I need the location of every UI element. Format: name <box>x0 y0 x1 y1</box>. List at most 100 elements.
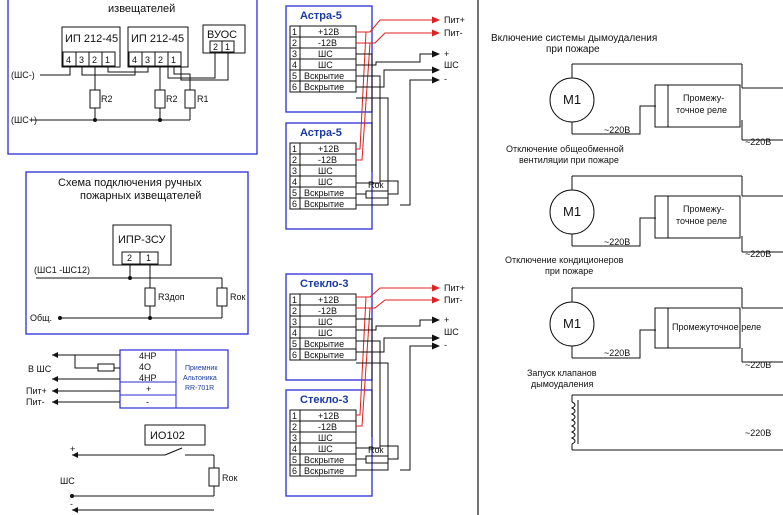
terminal-signal: Вскрытие <box>304 350 344 360</box>
r-ok-label: Rок <box>230 292 246 302</box>
motor-label: М1 <box>563 316 581 331</box>
relay-label-2: точное реле <box>676 105 727 115</box>
r1-label: R1 <box>197 94 209 104</box>
terminal-signal: ШС <box>318 49 333 59</box>
terminal-number: 5 <box>292 188 297 198</box>
ipr-box <box>112 224 172 266</box>
section-3-title-2: при пожаре <box>545 266 593 276</box>
terminal-signal-cell <box>299 197 357 210</box>
terminal-signal: ШС <box>318 328 333 338</box>
detector-1-label: ИП 212-45 <box>65 33 118 45</box>
terminal-number: 3 <box>292 166 297 176</box>
pin-label: 1 <box>146 253 151 263</box>
io102-label: ИО102 <box>150 430 185 442</box>
terminal-number: 4 <box>292 328 297 338</box>
manual-call-point-scheme: Схема подключения ручных пожарных извеща… <box>25 171 249 335</box>
detector-box-2 <box>127 26 189 68</box>
pin-label: 1 <box>225 42 230 52</box>
pin-label: 1 <box>105 55 110 65</box>
terminal-number: 4 <box>292 177 297 187</box>
terminal-number: 2 <box>292 422 297 432</box>
relay-label-1: Промежу- <box>683 204 724 214</box>
block-title: Стекло-3 <box>300 278 348 290</box>
relay-box <box>654 84 741 128</box>
pit-minus-label: Пит- <box>444 28 463 38</box>
receiver-name-3: RR-701R <box>185 385 214 392</box>
terminal-number: 2 <box>292 306 297 316</box>
middle-wiring <box>356 19 432 471</box>
pit-plus-label: Пит+ <box>444 15 465 25</box>
pin-label: 2 <box>158 55 163 65</box>
actuator-schemes: Включение системы дымоудаления при пожар… <box>491 33 783 451</box>
terminal-number: 3 <box>292 317 297 327</box>
plus-label: + <box>444 49 449 59</box>
terminal-signal: +12В <box>318 411 339 421</box>
section-2-title-1: Отключение общеобменной <box>506 144 624 154</box>
pin-label: 2 <box>92 55 97 65</box>
motor-label: М1 <box>563 92 581 107</box>
block-title: Астра-5 <box>300 10 342 22</box>
pin-label: 2 <box>127 253 132 263</box>
voltage-label: ~220В <box>604 237 630 247</box>
shs-plus-label: (ШС+) <box>11 115 37 125</box>
terminal-number: 1 <box>292 411 297 421</box>
terminal-signal: Вскрытие <box>304 339 344 349</box>
pin-label: 3 <box>145 55 150 65</box>
common-label: Общ. <box>30 313 52 323</box>
shs-minus-label: (ШС-) <box>11 70 35 80</box>
terminal-number: 2 <box>292 155 297 165</box>
terminal-number: 6 <box>292 82 297 92</box>
receiver-name-1: Приемник <box>185 365 218 372</box>
minus-label: - <box>444 340 447 350</box>
terminal-signal: ШС <box>318 60 333 70</box>
frame-top-left <box>7 0 258 155</box>
r-ok-label: Rок <box>222 473 238 483</box>
terminal-number: 1 <box>292 27 297 37</box>
relay-box <box>654 195 741 239</box>
r2-label: R2 <box>101 94 113 104</box>
voltage-label: ~220В <box>604 348 630 358</box>
terminal-signal: -12В <box>318 422 337 432</box>
section-3-title-1: Отключение кондиционеров <box>505 255 624 265</box>
minus-label: - <box>146 397 149 407</box>
terminal-number: 6 <box>292 350 297 360</box>
terminal-signal: Вскрытие <box>304 71 344 81</box>
terminal-signal: +12В <box>318 144 339 154</box>
terminal-signal: ШС <box>318 317 333 327</box>
contact-label: 4НР <box>139 373 157 383</box>
motor-label: М1 <box>563 204 581 219</box>
voltage-label: ~220В <box>745 137 771 147</box>
detector-2-label: ИП 212-45 <box>131 33 184 45</box>
vuos-label: ВУОС <box>207 29 237 41</box>
section-2-title-2: вентиляции при пожаре <box>519 155 619 165</box>
terminal-signal: Вскрытие <box>304 188 344 198</box>
section-1-title-1: Включение системы дымоудаления <box>491 33 657 44</box>
detector-box-1 <box>61 26 121 68</box>
terminal-signal: -12В <box>318 306 337 316</box>
terminal-number: 3 <box>292 49 297 59</box>
relay-box <box>654 307 741 349</box>
terminal-signal: ШС <box>318 444 333 454</box>
receiver-scheme: 4НР 4О 4НР + - Приемник Альтоника RR-701… <box>26 349 229 409</box>
pin-label: 2 <box>213 42 218 52</box>
terminal-number: 4 <box>292 60 297 70</box>
terminal-number: 1 <box>292 295 297 305</box>
block-frame <box>285 389 373 497</box>
plus-label: + <box>146 384 151 394</box>
terminal-signal: -12В <box>318 38 337 48</box>
terminal-number: 5 <box>292 71 297 81</box>
terminal-signal: Вскрытие <box>304 82 344 92</box>
frame-manual <box>25 171 249 335</box>
pin-label: 4 <box>66 55 71 65</box>
relay-label-1: Промежу- <box>683 93 724 103</box>
block-frame <box>285 122 373 230</box>
section-4-title-1: Запуск клапанов <box>527 368 597 378</box>
terminal-signal: ШС <box>318 177 333 187</box>
relay-label: Промежуточное реле <box>672 322 761 332</box>
plus-label: + <box>70 444 75 454</box>
pit-minus-label: Пит- <box>444 295 463 305</box>
block-title: Стекло-3 <box>300 394 348 406</box>
rok-label: Rок <box>368 180 384 190</box>
